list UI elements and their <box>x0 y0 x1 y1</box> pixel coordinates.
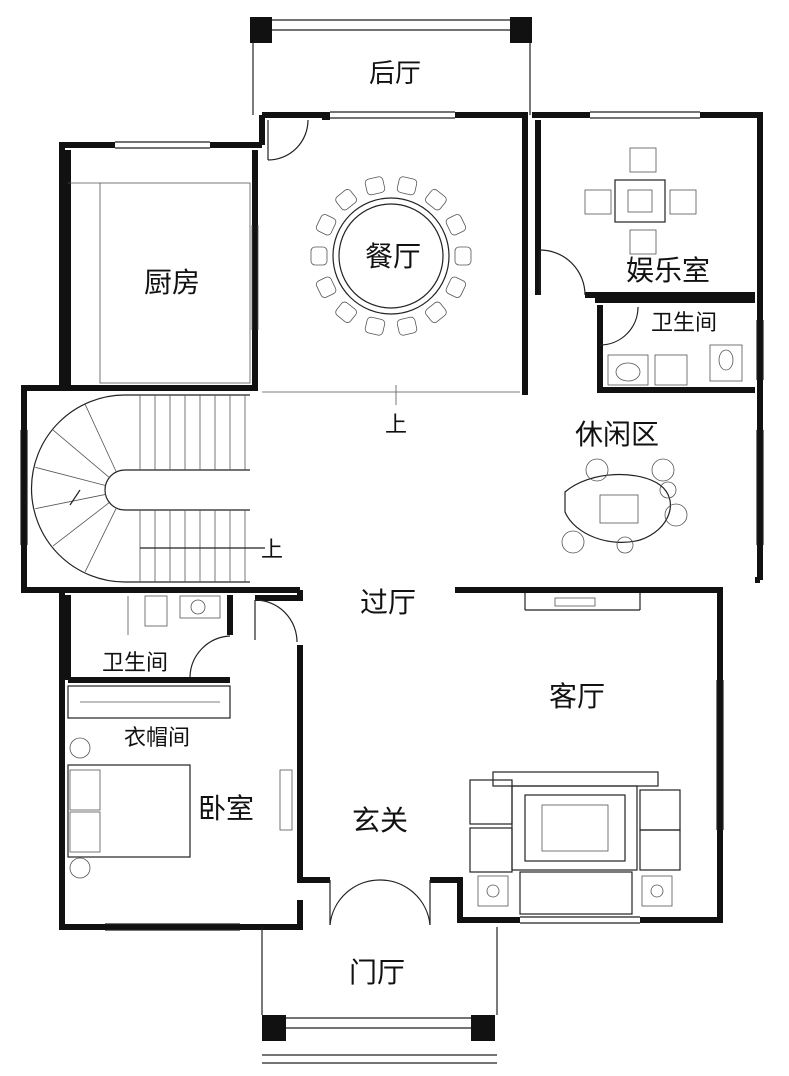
label-leisure: 休闲区 <box>575 418 659 451</box>
label-stair-up: 上 <box>261 538 283 563</box>
label-bedroom: 卧室 <box>198 792 254 825</box>
label-kitchen: 厨房 <box>144 266 200 299</box>
dining-chair <box>315 276 337 298</box>
stair-winder <box>52 502 110 547</box>
lower-bathroom <box>65 595 233 683</box>
dining-chair <box>364 316 386 336</box>
label-porch: 门厅 <box>349 956 405 989</box>
back-porch-column-right <box>510 17 532 43</box>
staircase <box>30 394 265 583</box>
dining-table <box>310 176 472 336</box>
dining-chair <box>364 176 386 196</box>
exterior-walls <box>21 112 763 930</box>
front-porch-column-right <box>471 1015 495 1041</box>
label-bath-upper: 卫生间 <box>651 311 717 336</box>
living-furniture <box>469 771 681 915</box>
stair-winder <box>35 466 106 486</box>
leisure-furniture <box>561 458 688 554</box>
label-bath-lower: 卫生间 <box>102 651 168 676</box>
room-labels: 后厅 餐厅 厨房 娱乐室 卫生间 休闲区 上 上 过厅 卫生间 客厅 衣帽间 卧… <box>102 59 717 989</box>
dining-chair <box>335 189 357 211</box>
stair-winder <box>84 507 117 572</box>
label-corridor: 过厅 <box>360 586 416 619</box>
front-doors <box>329 879 431 926</box>
stair-winder <box>84 404 117 473</box>
stair-winder <box>35 494 106 510</box>
bedroom-area <box>67 599 298 879</box>
label-foyer: 玄关 <box>352 804 408 837</box>
dining-chair <box>315 214 337 236</box>
label-entertainment: 娱乐室 <box>626 254 710 287</box>
dining-chair <box>396 316 418 336</box>
front-porch <box>261 927 498 1064</box>
stair-winder <box>52 429 110 478</box>
dining-chair <box>335 301 357 323</box>
closet-area <box>67 685 231 719</box>
kitchen-area <box>65 150 259 391</box>
dining-chair <box>310 246 328 266</box>
front-porch-column-left <box>262 1015 286 1041</box>
tv-cabinet <box>524 593 641 611</box>
dining-chair <box>445 276 467 298</box>
dining-chair <box>425 301 447 323</box>
windows <box>20 111 764 931</box>
dining-chair <box>396 176 418 196</box>
label-hall-up: 上 <box>385 413 407 438</box>
label-living: 客厅 <box>549 680 605 713</box>
dining-chair <box>445 214 467 236</box>
label-back-hall: 后厅 <box>369 59 421 89</box>
back-porch <box>250 17 532 115</box>
dining-chair <box>454 246 472 266</box>
back-porch-column-left <box>250 17 272 43</box>
entertainment-area <box>535 120 755 298</box>
label-closet: 衣帽间 <box>124 726 190 751</box>
upper-bathroom <box>595 297 755 393</box>
dining-door <box>267 112 330 161</box>
label-dining: 餐厅 <box>365 240 421 273</box>
dining-chair <box>425 189 447 211</box>
